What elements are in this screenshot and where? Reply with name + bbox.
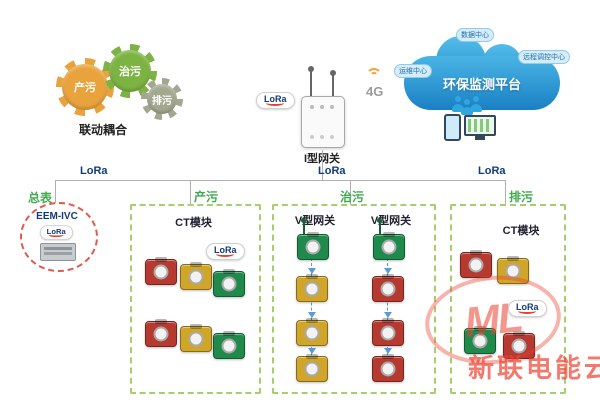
meter-model: EEM-IVC bbox=[36, 211, 78, 222]
gear-paiwu-icon: 排污 bbox=[141, 78, 183, 120]
gears-caption: 联动耦合 bbox=[78, 123, 127, 137]
zone-title-paiwu: 排污 bbox=[509, 190, 534, 204]
gateway-drop-line bbox=[322, 150, 323, 180]
ct-module-yellow bbox=[180, 326, 212, 352]
chanwu-drop-line bbox=[190, 180, 191, 205]
gear-chanwu-label: 产污 bbox=[74, 82, 96, 94]
paiwu-lora-badge: LoRa bbox=[508, 300, 547, 317]
monitor-icon bbox=[464, 115, 496, 136]
wifi-icon bbox=[366, 68, 382, 80]
cloud-shape bbox=[404, 56, 560, 110]
phone-icon bbox=[444, 114, 461, 141]
ct-module-green bbox=[213, 271, 245, 297]
gear-zhiwu-label: 治污 bbox=[119, 66, 141, 78]
chanwu-lora-badge: LoRa bbox=[206, 243, 245, 260]
gear-zhiwu-icon: 治污 bbox=[103, 44, 157, 98]
zone-box-zhiwu bbox=[272, 204, 436, 394]
paiwu-drop-line bbox=[505, 180, 506, 205]
4g-icon: 4G bbox=[366, 84, 384, 99]
arrow-down-icon bbox=[308, 268, 316, 274]
zhiwu-vgateway-left-label: V型网关 bbox=[294, 215, 336, 227]
gateway-antenna-icon bbox=[377, 218, 382, 235]
ct-module-yellow bbox=[497, 258, 529, 284]
gateway-antenna-icon bbox=[308, 66, 314, 96]
users-icon bbox=[452, 96, 464, 112]
chanwu-lora-label: LoRa bbox=[214, 245, 237, 255]
meter-lora-badge: LoRa bbox=[39, 225, 73, 240]
meter-device-icon bbox=[40, 243, 76, 261]
users-icon bbox=[461, 99, 473, 115]
ct-module-red bbox=[145, 321, 177, 347]
backbone-lora-left: LoRa bbox=[80, 165, 108, 177]
v-gateway-device bbox=[373, 218, 405, 260]
zone-box-chanwu bbox=[130, 204, 261, 394]
backbone-line bbox=[55, 180, 505, 181]
cloud-node-data-center: 数据中心 bbox=[456, 28, 494, 42]
v-gateway-device bbox=[297, 218, 329, 260]
ct-module-red bbox=[460, 252, 492, 278]
zone-box-paiwu bbox=[450, 204, 566, 394]
ct-module-yellow bbox=[296, 320, 328, 346]
ct-module-green bbox=[464, 328, 496, 354]
zone-title-zhiwu: 治污 bbox=[340, 190, 365, 204]
arrow-down-icon bbox=[308, 348, 316, 354]
ct-module-red bbox=[503, 333, 535, 359]
ct-module-yellow bbox=[296, 356, 328, 382]
backbone-lora-right: LoRa bbox=[478, 165, 506, 177]
ct-module-yellow bbox=[296, 276, 328, 302]
meter-drop-line bbox=[55, 180, 56, 203]
gateway-device bbox=[301, 96, 345, 148]
arrow-down-icon bbox=[308, 312, 316, 318]
ct-module-red bbox=[145, 259, 177, 285]
meter-lora-label: LoRa bbox=[46, 226, 66, 236]
cloud-node-ops-center: 运维中心 bbox=[394, 64, 432, 78]
gear-paiwu-label: 排污 bbox=[152, 95, 172, 107]
chanwu-ct-label: CT模块 bbox=[175, 217, 212, 229]
zone-title-chanwu: 产污 bbox=[194, 190, 219, 204]
gateway-lora-badge: LoRa bbox=[256, 92, 295, 109]
gateway-antenna-icon bbox=[330, 70, 336, 96]
gateway-lora-label: LoRa bbox=[264, 94, 287, 104]
cloud-platform-title: 环保监测平台 bbox=[442, 77, 521, 92]
cloud-node-remote-center: 远程调控中心 bbox=[518, 50, 570, 64]
users-icon bbox=[470, 96, 482, 112]
paiwu-lora-label: LoRa bbox=[516, 302, 539, 312]
arrow-down-icon bbox=[384, 348, 392, 354]
ct-module-green bbox=[213, 333, 245, 359]
meter-dashed-ellipse bbox=[20, 202, 98, 272]
zhiwu-vgateway-right-label: V型网关 bbox=[370, 215, 412, 227]
arrow-down-icon bbox=[384, 268, 392, 274]
ct-module-red bbox=[372, 356, 404, 382]
zhiwu-drop-line bbox=[350, 180, 351, 205]
backbone-lora-mid: LoRa bbox=[318, 165, 346, 177]
ct-module-yellow bbox=[180, 264, 212, 290]
ct-module-red bbox=[372, 276, 404, 302]
arrow-down-icon bbox=[384, 312, 392, 318]
gateway-antenna-icon bbox=[301, 218, 306, 235]
ct-module-red bbox=[372, 320, 404, 346]
paiwu-ct-label: CT模块 bbox=[502, 225, 540, 237]
meter-title: 总表 bbox=[28, 191, 53, 205]
